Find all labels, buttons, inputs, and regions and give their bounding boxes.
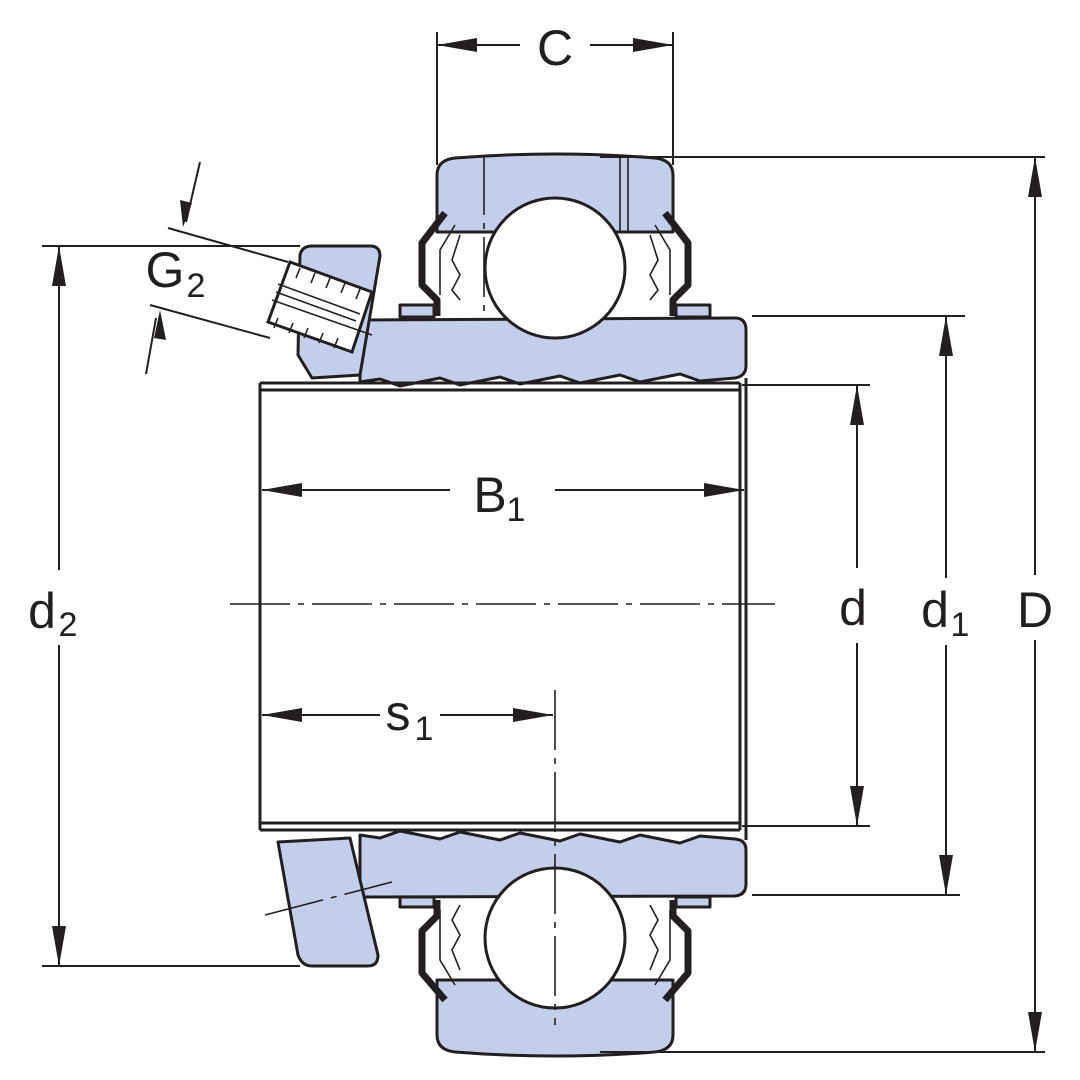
label-G2-subscript: 2: [187, 267, 206, 305]
label-B1: B: [473, 467, 506, 523]
dimension-d: d: [742, 384, 870, 827]
dimension-D: D: [600, 156, 1053, 1053]
dimension-C: C: [436, 20, 674, 165]
label-d2: d: [28, 583, 56, 639]
collar-centerline: [264, 881, 393, 916]
outer-ring-top: [435, 152, 675, 234]
dimension-G2: G 2: [145, 161, 289, 375]
seal-top-left: [398, 210, 461, 319]
inner-ring-bottom: [358, 829, 748, 899]
label-C: C: [537, 20, 573, 76]
locking-collar-bottom: [276, 836, 380, 968]
label-s1: s: [386, 685, 411, 741]
seal-bottom-left: [398, 895, 461, 1003]
seal-top-right: [649, 210, 712, 319]
label-d2-subscript: 2: [59, 606, 78, 644]
label-d1-subscript: 1: [951, 606, 970, 644]
dimension-d2: d 2: [28, 245, 300, 967]
label-D: D: [1017, 582, 1053, 638]
outer-ring-bottom: [435, 978, 675, 1058]
label-d: d: [839, 580, 867, 636]
label-s1-subscript: 1: [415, 710, 434, 748]
label-B1-subscript: 1: [507, 491, 526, 529]
ball-top: [483, 196, 627, 340]
inner-ring-top: [358, 316, 748, 388]
grub-screw: [266, 260, 374, 354]
dimension-s1: s 1: [262, 685, 553, 748]
dimension-B1: B 1: [262, 467, 744, 529]
label-G2: G: [146, 242, 185, 298]
dimension-d1: d 1: [752, 315, 970, 896]
bore-lines: [258, 378, 748, 840]
seal-bottom-right: [649, 895, 712, 1003]
label-d1: d: [921, 582, 949, 638]
